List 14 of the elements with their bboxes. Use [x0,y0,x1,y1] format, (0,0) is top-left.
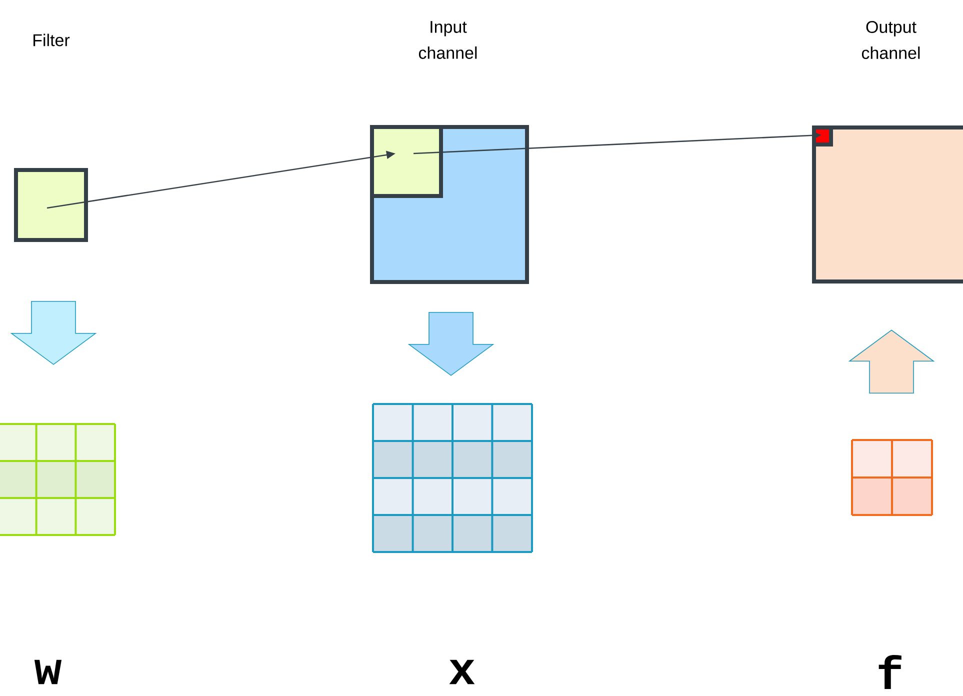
variable-letter: f [878,655,902,689]
variable-letter: w [34,660,62,684]
grid [0,423,116,536]
heading: Input channel [418,21,477,59]
block-arrow [848,330,935,394]
block-arrow [10,301,97,365]
square [14,168,88,242]
heading: Filter [34,34,70,46]
grid [372,403,533,553]
block-arrow [408,312,494,376]
square [812,126,963,284]
grid [851,439,934,516]
variable-letter: x [449,660,475,684]
heading: Output channel [862,20,920,60]
